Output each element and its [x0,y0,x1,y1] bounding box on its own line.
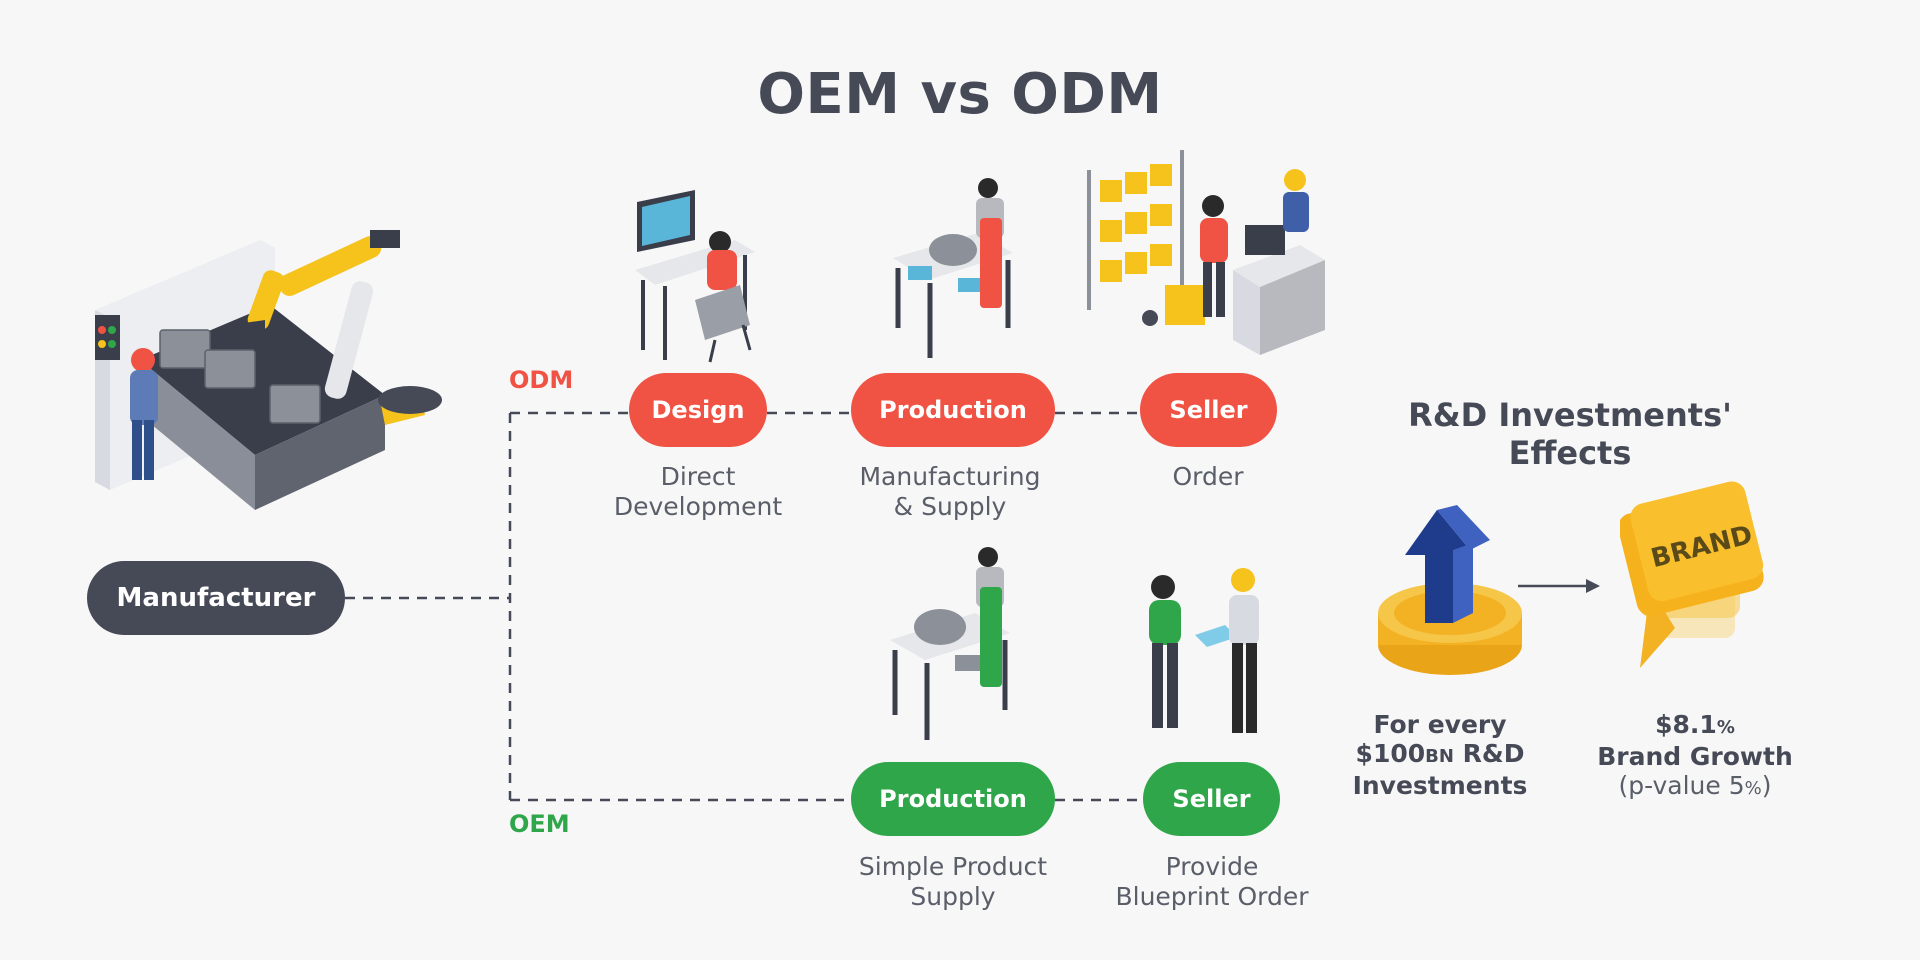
metric-line: For every [1373,710,1507,739]
caption-line: & Supply [893,492,1007,521]
metric-unit: BN [1425,746,1454,767]
metric-part: ) [1761,771,1772,800]
odm-seller-caption: Order [1088,462,1328,492]
coin-arrow-up-icon [1378,505,1522,675]
oem-seller-node[interactable]: Seller [1143,762,1280,836]
odm-production-label: Production [879,396,1027,424]
oem-production-caption: Simple Product Supply [833,852,1073,912]
metric-unit: % [1744,778,1762,799]
odm-seller-label: Seller [1169,396,1248,424]
odm-design-label: Design [651,396,745,424]
metric-line: $8.1% [1585,710,1805,742]
oem-production-label: Production [879,785,1027,813]
caption-line: Manufacturing [859,462,1041,491]
odm-production-caption: Manufacturing & Supply [830,462,1070,522]
oem-production-node[interactable]: Production [851,762,1055,836]
oem-tag: OEM [509,810,570,838]
warehouse-checkout-illustration [1087,150,1325,355]
odm-design-caption: Direct Development [578,462,818,522]
rd-title-line: Effects [1508,434,1632,472]
manufacturer-node[interactable]: Manufacturer [87,561,345,635]
page-title: OEM vs ODM [757,62,1163,127]
odm-design-node[interactable]: Design [629,373,767,447]
metric-unit: % [1716,717,1735,738]
metric-part: $100 [1355,739,1426,768]
caption-line: Order [1172,462,1244,491]
metric-part: (p-value 5 [1618,771,1745,800]
rd-investment-label: For every $100BN R&D Investments [1340,710,1540,800]
worker-at-workbench-illustration-oem [890,547,1010,740]
brand-bubble-icon: BRAND [1620,481,1764,668]
caption-line: Supply [910,882,996,911]
odm-tag: ODM [509,366,574,394]
metric-line: $100BN R&D [1340,739,1540,771]
designer-at-computer-illustration [635,190,755,363]
rd-title: R&D Investments' Effects [1400,396,1740,472]
caption-line: Direct [660,462,736,491]
arrow-right-icon [1518,579,1600,593]
caption-line: Development [613,492,783,521]
caption-line: Provide [1165,852,1259,881]
worker-at-workbench-illustration [893,178,1013,358]
brand-growth-label: $8.1% Brand Growth (p-value 5%) [1585,710,1805,803]
odm-production-node[interactable]: Production [851,373,1055,447]
metric-part: R&D [1453,739,1525,768]
metric-line: Investments [1352,771,1528,800]
oem-seller-label: Seller [1172,785,1251,813]
caption-line: Blueprint Order [1115,882,1309,911]
factory-robot-arm-illustration [95,230,442,510]
business-handshake-illustration [1149,568,1259,733]
odm-seller-node[interactable]: Seller [1140,373,1277,447]
caption-line: Simple Product [858,852,1048,881]
rd-title-line: R&D Investments' [1408,396,1732,434]
manufacturer-label: Manufacturer [116,583,316,613]
metric-line: Brand Growth [1597,742,1793,771]
metric-line: (p-value 5%) [1585,771,1805,803]
oem-seller-caption: Provide Blueprint Order [1092,852,1332,912]
metric-part: $8.1 [1655,710,1717,739]
